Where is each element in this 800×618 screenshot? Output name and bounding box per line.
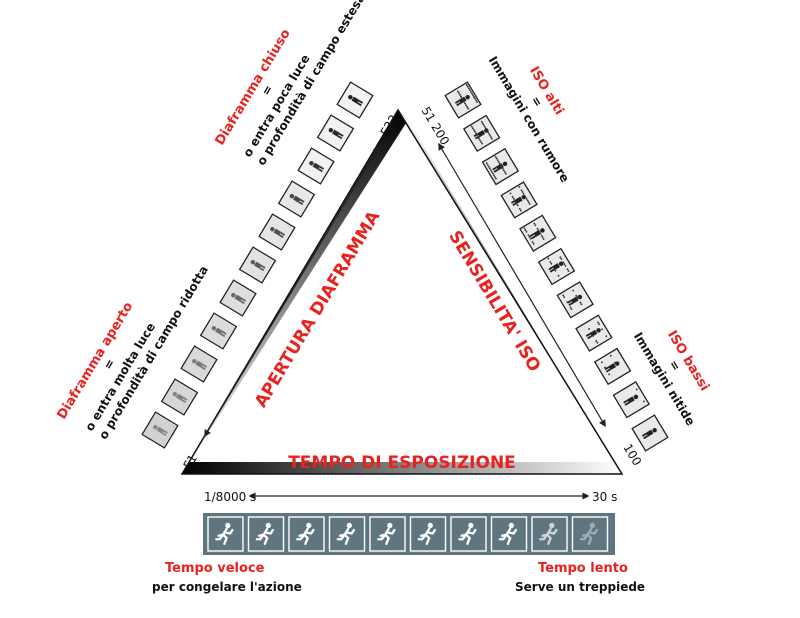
runner-frame	[490, 516, 528, 552]
runner-frame	[288, 516, 325, 552]
aperture-sample-thumbnail	[297, 147, 335, 185]
aperture-range-arrow	[204, 144, 380, 438]
runner-frame	[369, 516, 406, 552]
aperture-sample-thumbnail	[336, 81, 374, 119]
range-slow-label: 30 s	[592, 490, 617, 504]
iso-sample-thumbnail	[500, 181, 538, 219]
aperture-closed-note: Diaframma chiuso = o entra poca luce o p…	[213, 0, 368, 168]
aperture-sample-thumbnail	[141, 411, 179, 449]
iso-sample-thumbnail	[519, 214, 557, 252]
iso-sample-thumbnail	[593, 347, 632, 386]
slow-shutter-title: Tempo lento	[538, 561, 628, 576]
aperture-open-note: Diaframma aperto = o entra molta luce o …	[55, 263, 211, 442]
runner-frame	[531, 516, 568, 552]
iso-sample-images	[444, 81, 669, 452]
slow-shutter-caption: Serve un treppiede	[515, 580, 645, 594]
iso-range-arrow	[438, 142, 606, 428]
axis-title-exposure: TEMPO DI ESPOSIZIONE	[288, 453, 516, 473]
aperture-sample-images	[141, 81, 374, 449]
runner-frame	[571, 516, 609, 552]
axis-title-iso: SENSIBILITA' ISO	[444, 227, 544, 375]
iso-sample-thumbnail	[612, 380, 651, 419]
range-low-label: 100	[620, 441, 644, 468]
iso-sample-thumbnail	[462, 114, 501, 153]
aperture-sample-thumbnail	[316, 114, 355, 152]
range-fast-label: 1/8000 s	[204, 490, 256, 504]
aperture-sample-thumbnail	[238, 246, 277, 284]
aperture-sample-thumbnail	[258, 213, 296, 251]
runner-frame	[409, 516, 447, 552]
iso-low-note: ISO bassi = Immagini nitide	[631, 328, 712, 428]
fast-shutter-title: Tempo veloce	[165, 561, 265, 576]
fast-shutter-caption: per congelare l'azione	[152, 580, 302, 594]
iso-sample-thumbnail	[556, 281, 594, 319]
runner-frame	[247, 516, 285, 552]
shutter-speed-panel	[203, 513, 615, 555]
iso-sample-thumbnail	[481, 147, 520, 186]
range-high-label: 51 200	[418, 104, 452, 147]
aperture-sample-thumbnail	[180, 345, 218, 383]
runner-frame	[450, 516, 487, 552]
iso-sample-thumbnail	[631, 414, 669, 452]
aperture-sample-thumbnail	[219, 279, 257, 317]
bottom-exposure-band	[182, 462, 622, 474]
aperture-sample-thumbnail	[277, 180, 316, 218]
aperture-sample-thumbnail	[199, 312, 238, 350]
runner-frame	[328, 516, 366, 552]
iso-sample-thumbnail	[537, 247, 576, 286]
left-aperture-band	[182, 110, 408, 474]
range-open-label: F1	[181, 452, 200, 472]
aperture-sample-thumbnail	[160, 378, 199, 416]
iso-sample-thumbnail	[575, 314, 613, 352]
iso-sample-thumbnail	[444, 81, 482, 119]
runner-frame	[207, 516, 244, 552]
